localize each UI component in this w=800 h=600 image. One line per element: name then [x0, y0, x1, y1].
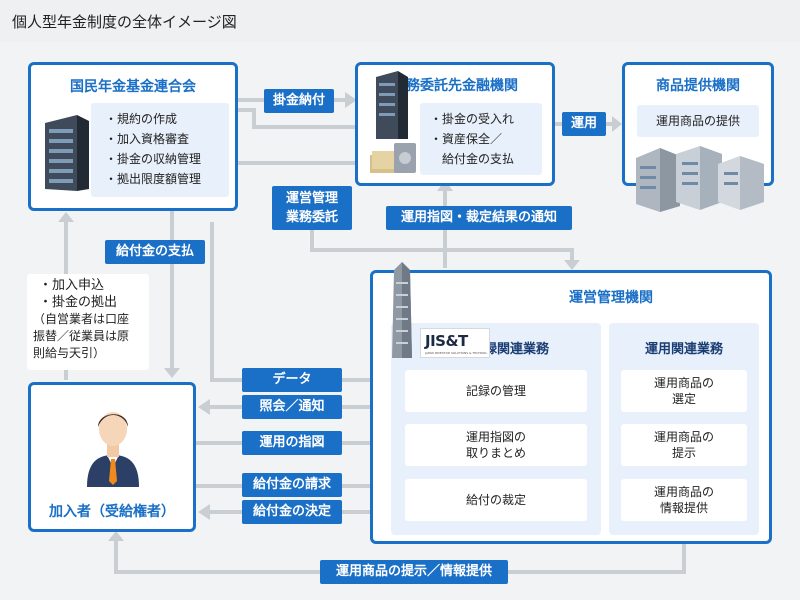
tag-unei-kanri: 運営管理 業務委託 [272, 186, 352, 230]
nfa-box: 国民年金基金連合会 ・規約の作成 ・加入資格審査 ・掛金の収納管理 ・拠出限度額… [28, 62, 238, 211]
apply-line: （自営業者は口座 [33, 312, 130, 326]
nfa-duty: ・加入資格審査 [105, 132, 190, 146]
record-cell: 給付の裁定 [405, 479, 587, 521]
jist-logo-text: JIS&T [425, 332, 468, 350]
ops-cell: 運用商品の 情報提供 [621, 479, 747, 521]
admin-title: 運営管理機関 [569, 290, 653, 306]
tag-kyufu-kettei: 給付金の決定 [242, 500, 342, 524]
tag-kakekin-noufu: 掛金納付 [264, 89, 334, 113]
nfa-duty: ・掛金の収納管理 [105, 152, 202, 166]
jist-logo: JIS&T JAPAN INVESTOR SOLUTIONS & TECHNOL… [420, 328, 490, 358]
product-duty: 運用商品の提供 [637, 105, 759, 137]
tag-kyufu-seikyu: 給付金の請求 [242, 473, 342, 497]
page-title: 個人型年金制度の全体イメージ図 [12, 13, 237, 31]
bank-duty: ・掛金の受入れ [430, 112, 515, 126]
member-box: 加入者（受給権者） [28, 382, 196, 532]
record-cell: 記録の管理 [405, 370, 587, 412]
tag-data: データ [242, 368, 342, 392]
apply-line: ・掛金の拠出 [39, 295, 118, 310]
tag-kyufu-shiharai: 給付金の支払 [105, 240, 205, 264]
apply-line: 振替／従業員は原 [33, 329, 130, 343]
tower-icon [392, 262, 412, 358]
tag-shizu-tsuchi: 運用指図・裁定結果の通知 [386, 206, 572, 230]
nfa-title: 国民年金基金連合会 [70, 79, 196, 95]
nfa-duties: ・規約の作成 ・加入資格審査 ・掛金の収納管理 ・拠出限度額管理 [91, 103, 229, 197]
businessperson-icon [87, 412, 139, 487]
ops-cell: 運用商品の 提示 [621, 424, 747, 466]
ops-panel: 運用関連業務 運用商品の 選定 運用商品の 提示 運用商品の 情報提供 [609, 323, 759, 535]
ops-cell: 運用商品の 選定 [621, 370, 747, 412]
bank-box: 事務委託先金融機関 ・掛金の受入れ ・資産保全／ 給付金の支払 [355, 62, 555, 186]
bank-duties: ・掛金の受入れ ・資産保全／ 給付金の支払 [420, 103, 542, 175]
nfa-duty: ・拠出限度額管理 [105, 172, 202, 186]
bank-duty: 給付金の支払 [430, 152, 515, 166]
nfa-duty: ・規約の作成 [105, 112, 178, 126]
bank-title: 事務委託先金融機関 [392, 78, 518, 94]
product-title: 商品提供機関 [656, 78, 740, 94]
jist-logo-subtext: JAPAN INVESTOR SOLUTIONS & TECHNOLOGIES [425, 351, 487, 355]
tag-teiji: 運用商品の提示／情報提供 [320, 560, 508, 584]
admin-box: 運営管理機関 記録関連業務 記録の管理 運用指図の 取りまとめ 給付の裁定 運用… [370, 270, 772, 544]
application-note: ・加入申込 ・掛金の拠出 （自営業者は口座 振替／従業員は原 則給与天引） [27, 274, 149, 370]
member-title: 加入者（受給権者） [49, 504, 175, 520]
office-building-icon [45, 115, 89, 191]
apply-line: ・加入申込 [39, 278, 105, 293]
title-bar [0, 0, 800, 42]
tag-unyou: 運用 [562, 112, 606, 136]
bank-duty: ・資産保全／ [430, 132, 503, 146]
record-cell: 運用指図の 取りまとめ [405, 424, 587, 466]
bank-building-icon [370, 71, 416, 173]
apply-line: 則給与天引） [33, 346, 106, 360]
tag-unyou-shizu: 運用の指図 [242, 431, 342, 455]
record-panel: 記録関連業務 記録の管理 運用指図の 取りまとめ 給付の裁定 [391, 323, 601, 535]
ops-title: 運用関連業務 [644, 342, 723, 357]
record-title: 記録関連業務 [471, 342, 550, 357]
building-cluster-icon [636, 146, 764, 212]
tag-shoukai: 照会／通知 [242, 395, 342, 419]
